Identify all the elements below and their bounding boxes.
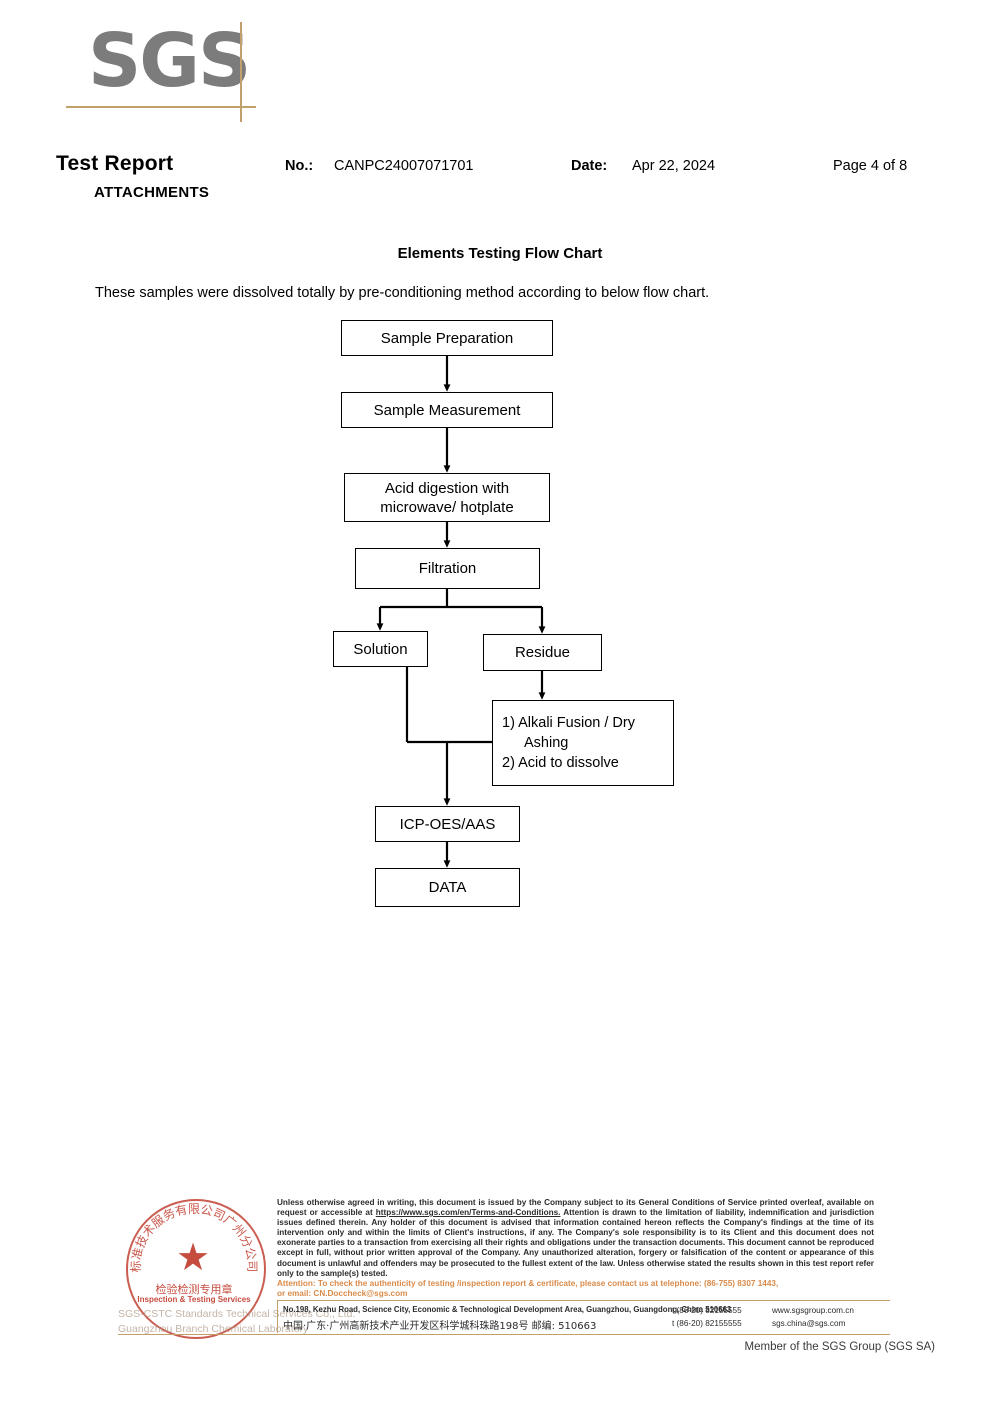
logo-horizontal-rule xyxy=(66,106,256,108)
star-icon: ★ xyxy=(175,1237,211,1279)
flow-node-solution: Solution xyxy=(333,631,428,667)
report-date-value: Apr 22, 2024 xyxy=(632,158,716,174)
seal-circle-icon xyxy=(126,1199,266,1339)
watermark-company-line2: Guangzhou Branch Chemical Laboratory xyxy=(118,1323,309,1335)
flow-node-icp-oes-aas: ICP-OES/AAS xyxy=(375,806,520,842)
footer-divider-top xyxy=(277,1300,890,1301)
legal-text-part1: Unless otherwise agreed in writing, this… xyxy=(277,1198,874,1218)
attachments-label: ATTACHMENTS xyxy=(94,184,210,201)
flow-node-label: ICP-OES/AAS xyxy=(399,815,496,833)
flow-chart-intro-text: These samples were dissolved totally by … xyxy=(95,285,710,301)
flow-node-alkali-fusion: 1) Alkali Fusion / Dry Ashing 2) Acid to… xyxy=(492,700,674,786)
flow-node-label: DATA xyxy=(428,879,467,896)
report-date-label: Date: xyxy=(571,158,608,174)
report-number-value: CANPC24007071701 xyxy=(334,158,474,174)
report-number-label: No.: xyxy=(285,158,314,174)
website-url[interactable]: www.sgsgroup.com.cn xyxy=(772,1306,854,1315)
flow-chart-heading: Elements Testing Flow Chart xyxy=(397,245,603,262)
footer-divider-bottom xyxy=(118,1334,890,1336)
sgs-logo: SGS xyxy=(66,18,268,122)
telephone-2: t (86-20) 82155555 xyxy=(672,1319,742,1328)
sgs-wordmark: SGS xyxy=(88,18,251,104)
address-chinese: 中国·广东·广州高新技术产业开发区科学城科珠路198号 邮编: 510663 xyxy=(283,1321,597,1332)
seal-english-label: Inspection & Testing Services xyxy=(137,1295,251,1304)
report-header: Test Report ATTACHMENTS No.: CANPC240070… xyxy=(0,152,1000,208)
page-title: Test Report xyxy=(56,152,174,175)
flow-node-sample-preparation: Sample Preparation xyxy=(341,320,553,356)
flow-node-label-line1: 1) Alkali Fusion / Dry xyxy=(502,715,635,731)
sgs-group-member-line: Member of the SGS Group (SGS SA) xyxy=(744,1341,935,1353)
flow-node-sample-measurement: Sample Measurement xyxy=(341,392,553,428)
telephone-1: t (86-20) 82155555 xyxy=(672,1306,742,1315)
flow-node-label: Solution xyxy=(353,640,408,658)
legal-text-part2: Attention is drawn to the limitation of … xyxy=(277,1208,874,1278)
flow-node-label-line2: Ashing xyxy=(524,735,569,751)
flow-node-label: Filtration xyxy=(418,560,477,577)
terms-and-conditions-link[interactable]: https://www.sgs.com/en/Terms-and-Conditi… xyxy=(375,1208,561,1218)
attention-line-2: or email: CN.Doccheck@sgs.com xyxy=(277,1289,408,1299)
legal-terms-text: Unless otherwise agreed in writing, this… xyxy=(277,1198,874,1279)
flow-node-data: DATA xyxy=(375,868,520,907)
flow-node-label: Sample Preparation xyxy=(380,329,514,347)
flow-node-residue: Residue xyxy=(483,634,602,671)
flow-node-label-line2: microwave/ hotplate xyxy=(380,498,514,516)
contact-email[interactable]: sgs.china@sgs.com xyxy=(772,1319,846,1328)
watermark-company-line1: SGS-CSTC Standards Technical Services Co… xyxy=(118,1308,356,1320)
flow-node-label: Sample Measurement xyxy=(373,401,521,419)
flow-node-label-line3: 2) Acid to dissolve xyxy=(502,755,619,771)
company-seal: 标准技术服务有限公司广州分公司 ★ 检验检测专用章 Inspection & T… xyxy=(118,1195,355,1340)
page-indicator: Page 4 of 8 xyxy=(833,158,908,174)
flow-node-label-line1: Acid digestion with xyxy=(384,479,510,497)
seal-arc-text: 标准技术服务有限公司广州分公司 xyxy=(129,1202,259,1272)
attention-line-1: Attention: To check the authenticity of … xyxy=(277,1279,779,1288)
flow-node-acid-digestion: Acid digestion with microwave/ hotplate xyxy=(344,473,550,522)
footer-address-divider xyxy=(277,1301,278,1333)
logo-vertical-rule xyxy=(240,22,242,122)
seal-chinese-label: 检验检测专用章 xyxy=(155,1283,233,1296)
attention-notice: Attention: To check the authenticity of … xyxy=(277,1279,877,1299)
address-english: No.198, Kezhu Road, Science City, Econom… xyxy=(283,1305,732,1314)
flow-node-label: Residue xyxy=(514,644,571,661)
flow-node-filtration: Filtration xyxy=(355,548,540,589)
